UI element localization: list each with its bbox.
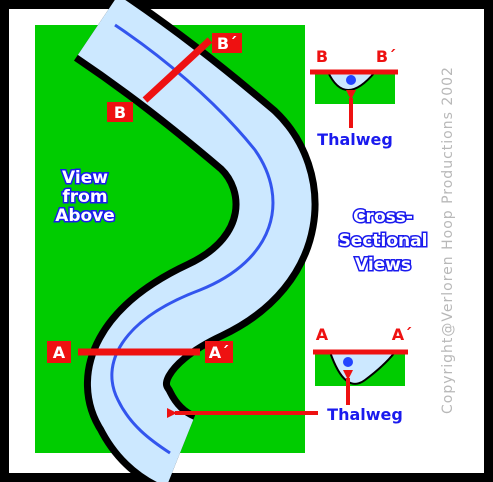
cross-sectional-line-1: Cross- <box>353 207 413 227</box>
thalweg-bottom-label: Thalweg <box>327 405 403 424</box>
copyright-text: Copyright@Verloren Hoop Productions 2002 <box>440 66 456 414</box>
xs-a-thalweg-dot <box>343 357 353 367</box>
label-a-prime: A´ <box>209 343 229 362</box>
cross-sectional-line-3: Views <box>355 255 411 275</box>
label-a: A <box>53 343 66 362</box>
view-from-above-line-3: Above <box>55 206 115 226</box>
cross-sectional-views-label: Cross- Sectional Views <box>337 206 429 277</box>
xs-b-label: B <box>316 47 328 66</box>
label-a-prime-box <box>205 341 233 363</box>
label-b-prime: B´ <box>217 34 237 53</box>
xs-b-thalweg-dot <box>346 75 356 85</box>
label-a-box <box>47 341 71 363</box>
xs-b-prime-label: B´ <box>376 47 396 66</box>
label-b-prime-box <box>212 33 242 53</box>
xs-a-prime-label: A´ <box>392 325 412 344</box>
label-b-box <box>107 102 133 122</box>
view-from-above-line-1: View <box>62 168 108 188</box>
label-b: B <box>114 103 126 122</box>
thalweg-top-label: Thalweg <box>317 130 393 149</box>
view-from-above-label: View from Above <box>54 167 117 228</box>
view-from-above-line-2: from <box>62 187 107 207</box>
river-water <box>77 0 312 482</box>
thalweg-line <box>110 23 275 455</box>
cross-sectional-line-2: Sectional <box>339 231 428 251</box>
section-line-b <box>142 37 213 103</box>
xs-a-label: A <box>316 325 329 344</box>
